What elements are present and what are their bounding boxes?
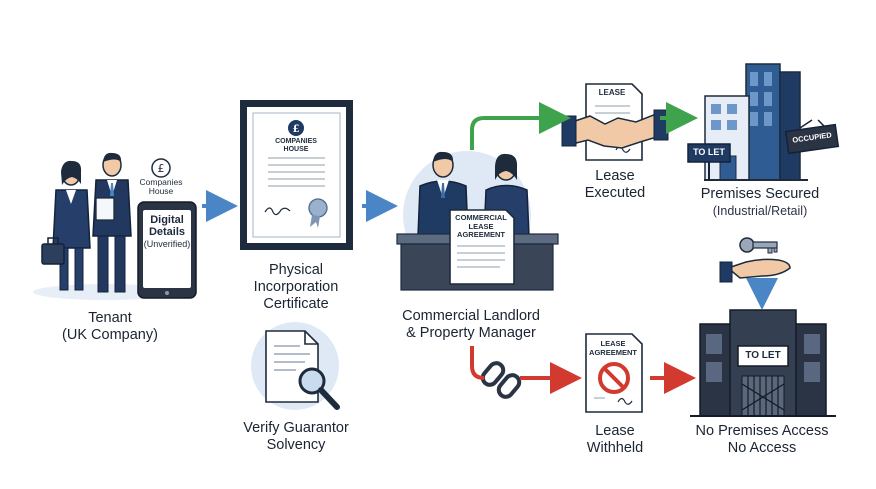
premises-secured-label: Premises Secured (Industrial/Retail) [686, 186, 834, 220]
no-access-label: No Premises Access No Access [682, 423, 842, 457]
tablet-line3: (Unverified) [143, 239, 191, 249]
svg-text:£: £ [158, 162, 165, 175]
magnifier-icon [298, 367, 326, 395]
landlord-doc-text: COMMERCIAL LEASE AGREEMENT [452, 213, 510, 240]
svg-text:£: £ [293, 124, 300, 135]
open-hand-icon [726, 258, 791, 279]
guarantor-illustration [251, 322, 340, 410]
lease-doc-title: LEASE [598, 88, 626, 97]
lease-withheld-line2: Withheld [586, 440, 644, 456]
guarantor-label-line2: Solvency [266, 437, 326, 453]
seal-icon [308, 198, 328, 218]
premises-secured-illustration [687, 63, 840, 181]
broken-chain-icon [480, 361, 522, 399]
withheld-doc-line2: AGREEMENT [589, 347, 637, 357]
tablet-line1: Digital [150, 214, 184, 226]
withheld-doc-text: LEASE AGREEMENT [588, 339, 638, 357]
lease-withheld-illustration [585, 333, 643, 413]
to-let-sign-text: TO LET [693, 147, 725, 157]
closed-building-illustration [690, 309, 836, 417]
tablet-line2: Details [148, 226, 186, 238]
no-access-line1: No Premises Access [695, 423, 829, 439]
tenant-label: Tenant (UK Company) [50, 310, 170, 344]
occupied-sign [784, 123, 840, 155]
man-figure [92, 152, 132, 293]
withheld-doc-line1: LEASE [600, 339, 626, 348]
companies-house-badge: Companies House [134, 178, 188, 196]
certificate-label-line1: Physical [269, 262, 323, 278]
pound-icon [151, 158, 171, 178]
to-let-sign-closed [737, 345, 789, 367]
certificate-illustration: £ [240, 100, 353, 250]
tenant-label-line1: Tenant [88, 310, 132, 326]
landlord-label-line2: & Property Manager [406, 325, 536, 341]
guarantor-label-line1: Verify Guarantor [243, 420, 349, 436]
badge-line2: House [148, 186, 174, 196]
landlord-illustration [396, 151, 559, 291]
premises-secured-line1: Premises Secured [700, 186, 820, 202]
woman-figure [41, 160, 91, 291]
key-icon [739, 237, 755, 253]
certificate-label-line3: Certificate [263, 296, 329, 312]
lease-executed-line2: Executed [584, 185, 646, 201]
lease-executed-label: Lease Executed [570, 168, 660, 202]
premises-secured-line2: (Industrial/Retail) [712, 204, 808, 218]
arrow-landlord-to-chain [470, 346, 485, 380]
badge-line1: Companies [139, 177, 183, 187]
doc-line3: AGREEMENT [457, 230, 505, 239]
no-access-line2: No Access [727, 440, 797, 456]
lease-executed-illustration [561, 83, 669, 161]
lease-withheld-line1: Lease [595, 423, 635, 439]
landlord-label: Commercial Landlord & Property Manager [396, 308, 546, 342]
lease-withheld-label: Lease Withheld [570, 423, 660, 457]
lease-executed-line1: Lease [595, 168, 635, 184]
tenant-label-line2: (UK Company) [62, 327, 158, 343]
landlord-label-line1: Commercial Landlord [402, 308, 540, 324]
doc-line1: COMMERCIAL [455, 213, 507, 222]
certificate-seal-text: COMPANIES HOUSE [275, 138, 317, 153]
key-hand-illustration [719, 237, 791, 283]
tablet-device [137, 201, 197, 299]
certificate-label-line2: Incorporation [253, 279, 339, 295]
prohibited-icon [598, 362, 630, 394]
guarantor-label: Verify Guarantor Solvency [230, 420, 362, 454]
doc-line2: LEASE [468, 221, 494, 231]
tablet-screen-text: Digital Details (Unverified) [143, 214, 191, 250]
closed-sign-text: TO LET [745, 350, 781, 361]
arrow-landlord-to-lease-executed [470, 102, 571, 150]
tenant-illustration: £ [33, 152, 197, 300]
certificate-label: Physical Incorporation Certificate [236, 262, 356, 313]
